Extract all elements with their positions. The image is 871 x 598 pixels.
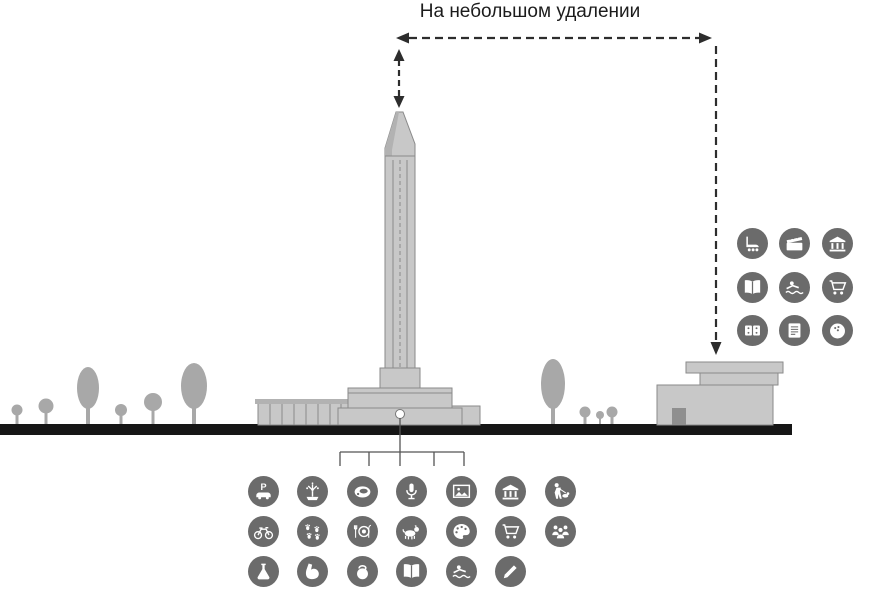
tree [606,406,618,424]
tree [541,359,565,424]
monument [255,111,481,426]
svg-text:P: P [260,482,266,492]
pet-walking-icon [544,475,576,507]
arrowhead-up [393,49,405,61]
tree [38,398,54,424]
tree [115,404,127,424]
restaurant-icon [346,515,378,547]
museum-icon [821,227,853,259]
monument-cap-facet [385,112,399,158]
building-main-block [656,384,774,426]
bowling-icon [821,314,853,346]
book-icon [736,271,768,303]
swimming-icon [778,271,810,303]
tree [596,411,604,424]
shopping-cart-icon [495,515,526,547]
museum-icon [495,475,526,507]
trees-right [541,359,618,424]
swimming-icon [445,555,477,587]
books-icon [396,555,427,587]
monument-left-annex-roof [255,399,348,404]
tree [144,393,162,424]
nearby-building [656,361,784,426]
monument-colonnade-lines [269,404,342,425]
meat-icon [346,475,378,507]
monument-icons-connector [339,418,465,466]
kettlebell-icon [346,555,378,587]
cinema-icon [778,227,810,259]
meeting-icon [544,515,576,547]
arrowhead-right [699,32,712,44]
ground-line [0,424,792,435]
picture-icon [445,475,477,507]
monument-shaft-lines [392,160,408,382]
art-palette-icon [445,515,477,547]
bicycle-icon [247,515,279,547]
tree [181,363,207,424]
distance-arrow-horizontal [396,32,712,44]
fountain-icon [297,475,328,507]
distance-label: На небольшом удалении [419,1,641,22]
arrow-to-building [710,46,722,355]
flask-icon [247,555,279,587]
arrowhead-down [710,342,722,355]
rollerblading-icon [736,227,768,259]
microphone-icon [396,475,427,507]
arrowhead-left [396,32,409,44]
tree [11,404,23,424]
dog-show-icon [396,515,427,547]
trees-left [11,363,207,424]
documents-icon [778,314,810,346]
arrow-to-monument [393,49,405,108]
tree [579,406,591,424]
tree [77,367,99,424]
pencil-icon [495,555,526,587]
games-icon [736,314,768,346]
shopping-cart-icon [821,271,853,303]
muscle-icon [297,555,328,587]
paw-prints-icon [297,515,328,547]
building-door [672,408,686,425]
arrowhead-down [393,96,405,108]
parking-icon: P [247,475,279,507]
